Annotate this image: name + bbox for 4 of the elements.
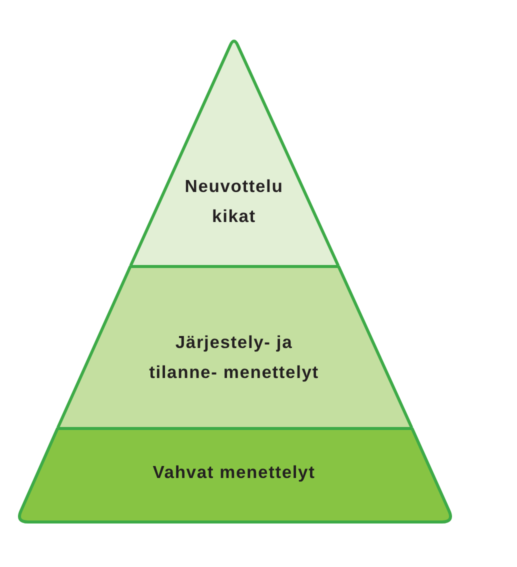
tier-label: Vahvat menettelyt [152,461,316,484]
tier-label: Järjestely- ja tilanne- menettelyt [148,331,320,384]
tier-label: Neuvottelu kikat [184,175,284,228]
pyramid-tier [56,265,414,427]
